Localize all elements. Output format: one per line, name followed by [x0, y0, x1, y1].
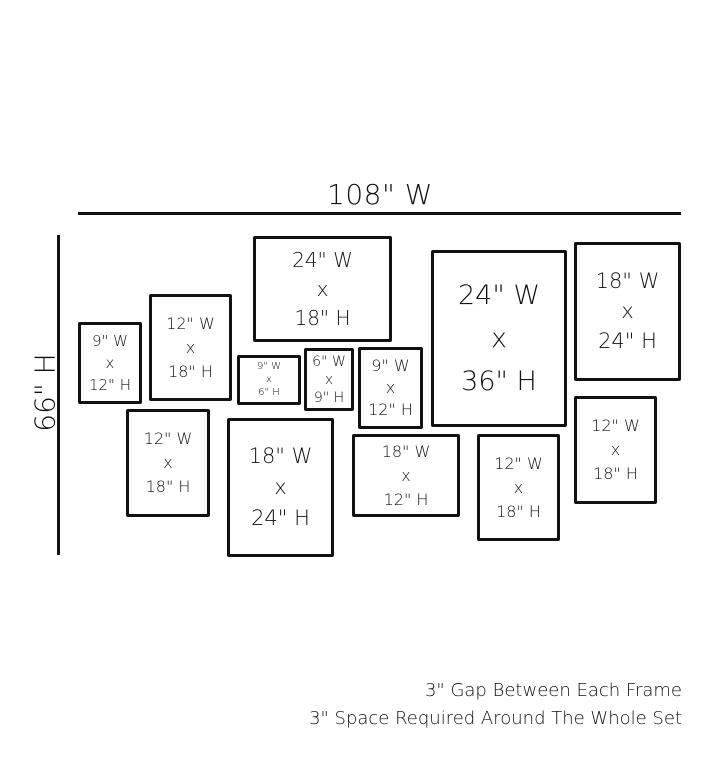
frame-times: x [266, 374, 272, 385]
frame-height: 36" H [461, 366, 537, 397]
frame-height: 18" H [593, 464, 638, 483]
frame-width: 12" W [591, 416, 640, 435]
frame-times: x [185, 337, 196, 357]
frame-9x12-left: 9" W x 12" H [78, 322, 142, 404]
frame-height: 18" H [294, 306, 351, 330]
frame-times: x [163, 453, 173, 472]
frame-width: 9" W [371, 356, 410, 375]
frame-height: 12" H [368, 400, 413, 419]
width-label: 108" W [327, 178, 433, 211]
frame-times: x [316, 277, 329, 301]
frame-times: x [385, 378, 396, 397]
gap-note: 3" Gap Between Each Frame [424, 680, 682, 701]
frame-width: 9" W [91, 331, 129, 350]
frame-height: 9" H [313, 389, 345, 406]
frame-height: 18" H [496, 501, 541, 521]
frame-height: 18" H [145, 477, 191, 496]
frame-width: 12" W [143, 429, 193, 448]
frame-times: x [621, 299, 634, 323]
frame-height: 12" H [88, 375, 132, 394]
frame-width: 12" W [494, 453, 543, 473]
frame-times: x [610, 440, 621, 459]
frame-width: 18" W [595, 269, 660, 293]
frame-times: x [324, 371, 334, 388]
frame-width: 12" W [166, 313, 215, 333]
frame-12x18-bottom-right: 12" W x 18" H [574, 396, 657, 504]
frame-width: 6" W [312, 353, 346, 370]
frame-24x36: 24" W x 36" H [431, 250, 567, 427]
frame-height: 12" H [383, 489, 429, 509]
frame-12x18-top-left: 12" W x 18" H [149, 294, 232, 401]
frame-height: 6" H [258, 387, 280, 398]
frame-height: 18" H [168, 361, 213, 381]
height-dimension-line [57, 235, 60, 555]
frame-18x12: 18" W x 12" H [352, 434, 460, 517]
frame-height: 24" H [251, 506, 310, 530]
frame-width: 18" W [248, 444, 313, 468]
frame-width: 9" W [256, 361, 282, 372]
frame-height: 24" H [598, 329, 657, 353]
frame-18x24-bottom: 18" W x 24" H [227, 418, 334, 557]
frame-times: x [513, 477, 524, 497]
frame-12x18-bottom-center: 12" W x 18" H [477, 434, 560, 541]
frame-width: 18" W [381, 441, 431, 461]
frame-width: 24" W [457, 280, 541, 311]
height-label: 66" H [28, 353, 62, 432]
frame-9x6: 9" W x 6" H [237, 355, 301, 405]
frame-times: x [401, 465, 411, 485]
frame-6x9: 6" W x 9" H [304, 348, 354, 411]
frame-9x12-center: 9" W x 12" H [358, 347, 423, 429]
frame-times: x [105, 353, 115, 372]
frame-24x18-top: 24" W x 18" H [253, 236, 392, 342]
frame-18x24-right: 18" W x 24" H [574, 242, 681, 381]
frame-width: 24" W [292, 248, 353, 272]
frame-times: x [274, 475, 287, 499]
frame-12x18-bottom-left: 12" W x 18" H [126, 409, 210, 517]
frame-times: x [491, 323, 507, 354]
space-note: 3" Space Required Around The Whole Set [309, 708, 682, 729]
width-dimension-line [78, 212, 681, 215]
